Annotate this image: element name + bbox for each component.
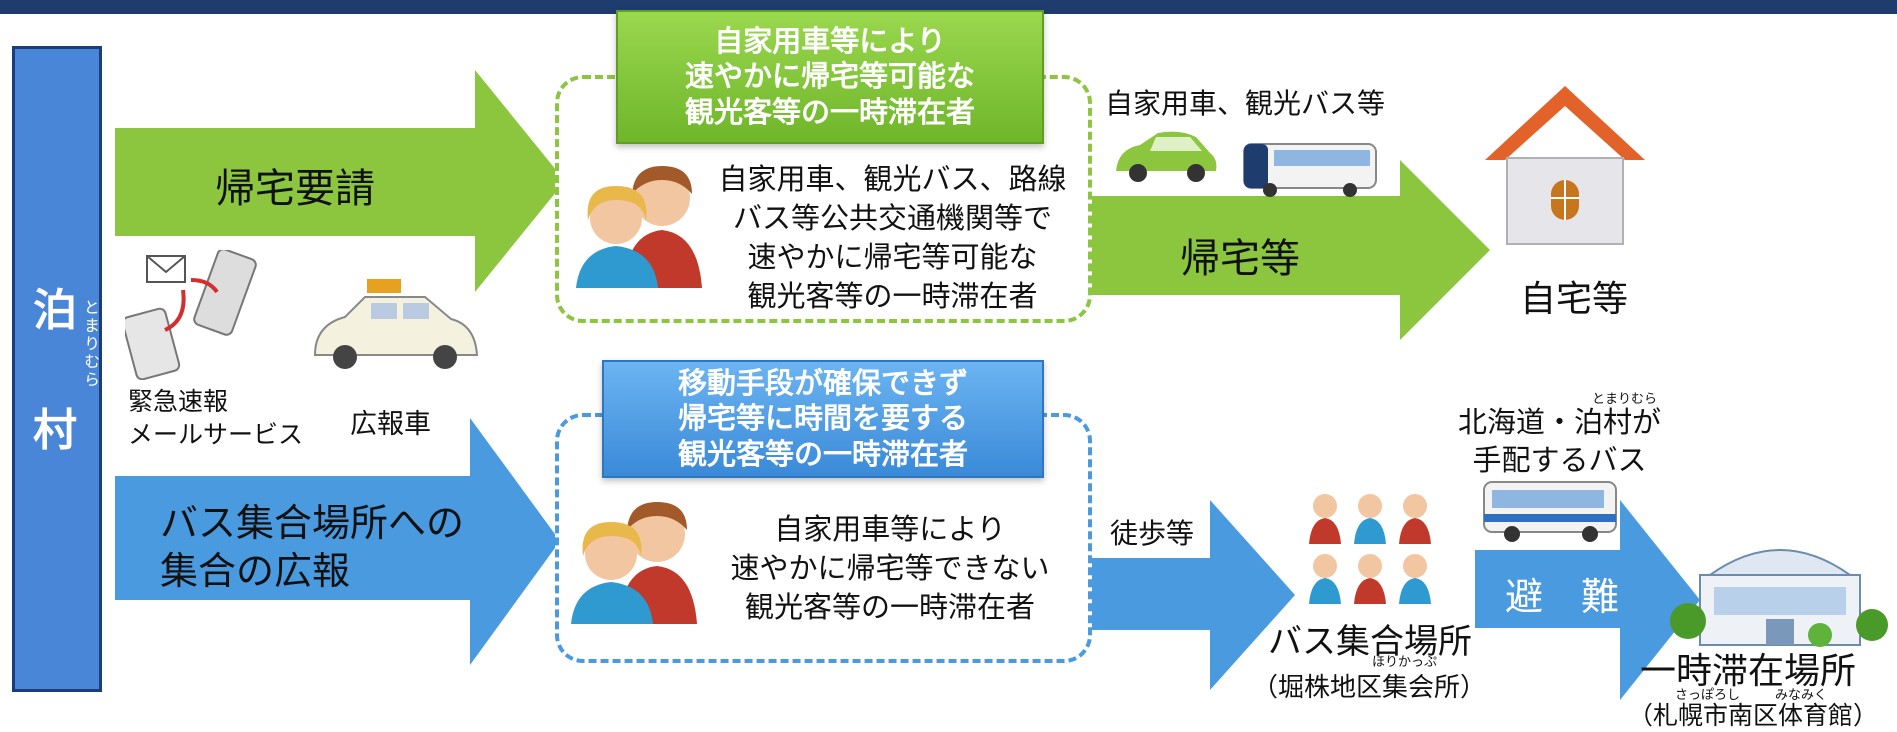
evac-arrow [1475,500,1700,700]
bus-gathering-notice-label: バス集合場所への 集合の広報 [160,501,465,593]
gathering-sub-label: （堀株地区集会所） [1252,673,1487,703]
people-icon-2 [571,502,697,624]
pr-car-label: 広報車 [350,409,431,440]
village-name-top: 泊 [33,285,77,336]
tour-bus-icon [1243,143,1377,197]
shelter-sub-label: （札幌市南区体育館） [1628,701,1879,730]
request-return-label: 帰宅要請 [215,166,375,212]
top-box-header: 自家用車等により 速やかに帰宅等可能な 観光客等の一時滞在者 [616,10,1044,144]
arranged-bus-label: 北海道・泊村が 手配するバス [1458,405,1662,477]
bottom-box-body: 自家用車等により 速やかに帰宅等できない 観光客等の一時滞在者 [730,512,1050,625]
emergency-mail-icon [125,250,257,380]
bottom-arrow-1 [115,418,560,665]
return-home-label: 帰宅等 [1180,236,1300,282]
top-bar [0,0,1897,14]
vehicles-label: 自家用車、観光バス等 [1105,87,1386,120]
village-name-bottom: 村 [33,405,77,456]
evacuation-bus-icon [1483,481,1617,542]
emergency-mail-label: 緊急速報 メールサービス [128,387,304,449]
bus-gathering-place-label: バス集合場所 [1268,622,1472,662]
temporary-shelter-label: 一時滞在場所 [1640,651,1857,692]
bottom-box-header: 移動手段が確保できず 帰宅等に時間を要する 観光客等の一時滞在者 [602,360,1044,478]
people-icon [576,166,702,288]
pr-car-icon [313,279,479,369]
car-icon [1116,131,1217,182]
gymnasium-icon [1670,549,1888,647]
village-ruby: とまりむら [81,299,100,389]
shelter-ruby-2: みなみく [1775,688,1828,703]
evacuation-label: 避 難 [1505,575,1620,619]
top-box-body: 自家用車、観光バス、路線 バス等公共交通機関等で 速やかに帰宅等可能な 観光客等… [718,162,1067,314]
home-label: 自宅等 [1520,279,1629,320]
gathering-ruby: ほりかっぷ [1372,655,1438,670]
house-icon [1485,86,1645,245]
walk-arrow [1090,500,1295,690]
top-arrow-2 [1090,160,1490,340]
walk-label: 徒歩等 [1110,517,1195,550]
top-arrow-1 [115,70,565,292]
shelter-ruby-1: さっぽろし [1675,688,1741,703]
bus-ruby: とまりむら [1592,392,1658,407]
group-people-icon [1309,494,1431,604]
village-column: 泊 村 とまりむら [12,46,102,692]
